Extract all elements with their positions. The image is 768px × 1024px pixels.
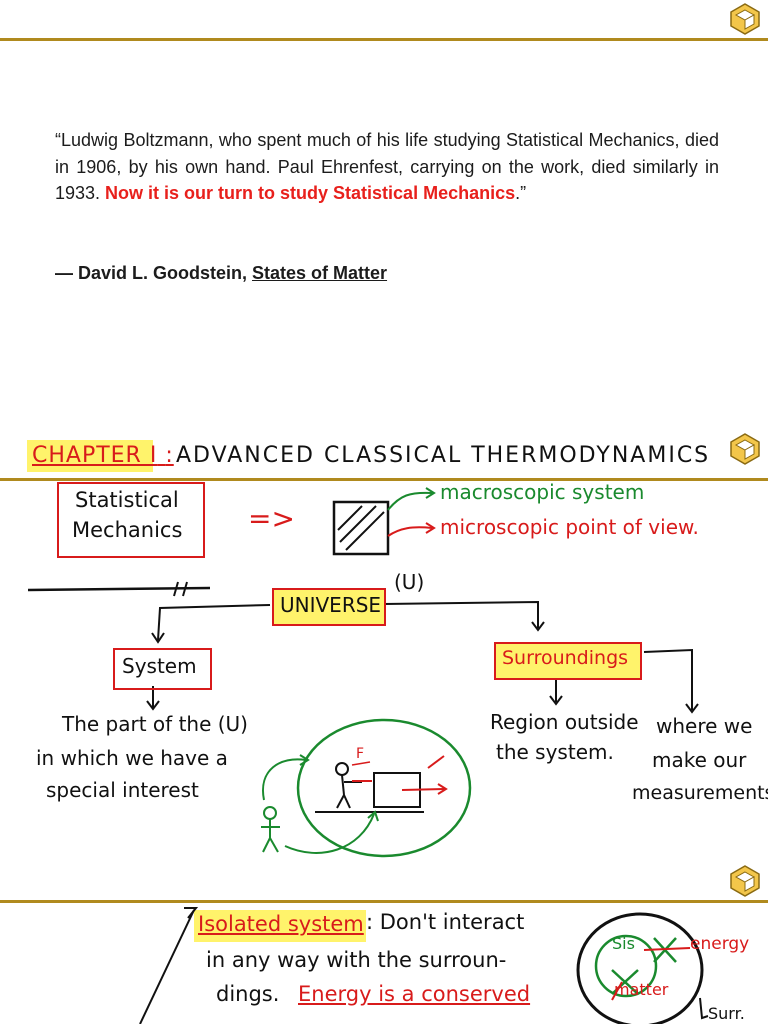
meas-2: make our bbox=[652, 748, 747, 772]
surroundings-label: Surroundings bbox=[502, 647, 629, 669]
macro-arrow-icon bbox=[387, 491, 433, 511]
cube-logo-icon bbox=[730, 865, 760, 897]
slide-chapter: CHAPTER I : ADVANCED CLASSICAL THERMODYN… bbox=[0, 410, 768, 870]
force-label: F bbox=[356, 746, 365, 762]
isolated-line3-b: Energy is a conserved bbox=[298, 982, 531, 1006]
diagram-drawing bbox=[27, 487, 699, 858]
header-rule bbox=[0, 478, 768, 481]
stat-mech-line1: Statistical bbox=[75, 488, 179, 512]
attribution: — David L. Goodstein, States of Matter bbox=[55, 263, 387, 284]
surroundings-circle bbox=[576, 912, 704, 1024]
slide-quote: “Ludwig Boltzmann, who spent much of his… bbox=[0, 0, 768, 410]
chapter-colon: : bbox=[165, 443, 174, 468]
slide-isolated: Isolated system : Don't interact in any … bbox=[0, 865, 768, 1024]
branch-left bbox=[157, 604, 271, 641]
system-square-icon bbox=[332, 500, 390, 556]
system-desc-1: The part of the (U) bbox=[62, 712, 248, 736]
universe-label: UNIVERSE bbox=[280, 593, 382, 617]
quote-end: .” bbox=[515, 183, 527, 203]
system-label: System bbox=[122, 654, 197, 678]
chapter-label: CHAPTER I : bbox=[32, 443, 174, 468]
surroundings-box bbox=[494, 642, 642, 680]
chapter-highlight bbox=[27, 440, 153, 472]
isolated-label: Isolated system bbox=[198, 912, 364, 936]
universe-symbol: (U) bbox=[394, 570, 425, 594]
isolated-drawing bbox=[139, 907, 709, 1024]
matter-label: matter bbox=[614, 980, 669, 999]
isolated-line2: in any way with the surroun- bbox=[206, 948, 507, 972]
isolated-highlight bbox=[194, 910, 366, 942]
surr-label: Surr. bbox=[708, 1004, 745, 1023]
meas-3: measurements bbox=[632, 782, 768, 804]
universe-box bbox=[272, 588, 386, 626]
micro-label: microscopic point of view. bbox=[440, 515, 699, 539]
cube-logo-icon bbox=[730, 3, 760, 35]
stat-mech-line2: Mechanics bbox=[72, 518, 183, 542]
branch-right bbox=[383, 600, 539, 628]
energy-label: energy bbox=[690, 934, 750, 954]
divider-line bbox=[27, 586, 211, 592]
header-rule bbox=[0, 900, 768, 903]
system-box bbox=[113, 648, 212, 690]
chapter-title: ADVANCED CLASSICAL THERMODYNAMICS bbox=[176, 443, 711, 468]
isolated-line3-a: dings. bbox=[216, 982, 280, 1006]
attribution-author: — David L. Goodstein, bbox=[55, 263, 253, 283]
system-desc-3: special interest bbox=[46, 778, 199, 802]
person-icon bbox=[335, 762, 349, 776]
system-circle bbox=[296, 718, 472, 858]
isolated-circle bbox=[594, 934, 658, 998]
meas-1: where we bbox=[656, 714, 753, 738]
attribution-book: States of Matter bbox=[252, 263, 388, 283]
chapter-number: CHAPTER I bbox=[32, 443, 158, 468]
surr-desc-1: Region outside bbox=[490, 710, 639, 734]
system-desc-2: in which we have a bbox=[36, 746, 228, 770]
micro-arrow-icon bbox=[387, 526, 433, 537]
quote-text: “Ludwig Boltzmann, who spent much of his… bbox=[55, 130, 719, 203]
cube-logo-icon bbox=[730, 433, 760, 465]
observer-icon bbox=[263, 806, 277, 820]
implies-arrow: => bbox=[248, 502, 295, 535]
surr-desc-2: the system. bbox=[496, 740, 614, 764]
macro-label: macroscopic system bbox=[440, 480, 645, 504]
isolated-rest: : Don't interact bbox=[366, 910, 525, 934]
header-rule bbox=[0, 38, 768, 41]
quote-paragraph: “Ludwig Boltzmann, who spent much of his… bbox=[55, 127, 719, 207]
quote-highlight: Now it is our turn to study Statistical … bbox=[105, 183, 516, 203]
stat-mech-box bbox=[57, 482, 205, 558]
sis-label: Sis bbox=[612, 934, 635, 953]
